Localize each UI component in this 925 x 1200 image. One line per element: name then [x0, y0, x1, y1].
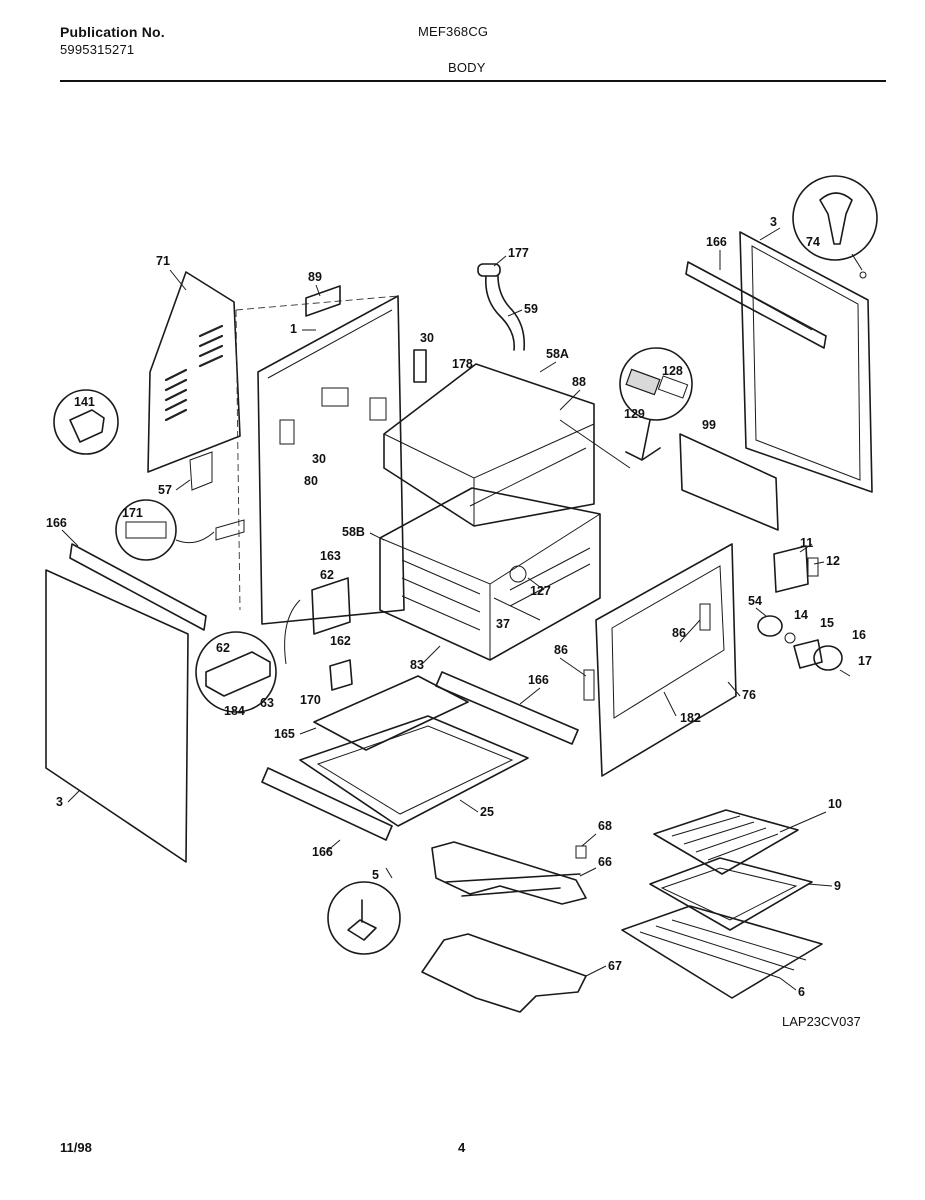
terminal-inset-62 [195, 631, 277, 713]
cabinet-body [235, 295, 405, 625]
callout-label: 10 [828, 797, 842, 811]
callout-label: 3 [56, 795, 63, 809]
callout-label: 59 [524, 302, 538, 316]
publication-number: 5995315271 [60, 42, 135, 57]
callout-label: 54 [748, 594, 762, 608]
callout-labels: 3 166 74 177 59 71 89 1 30 178 58A 88 12… [46, 215, 872, 999]
callout-label: 15 [820, 616, 834, 630]
element-inset-128 [619, 347, 693, 461]
callout-label: 25 [480, 805, 494, 819]
callout-label: 141 [74, 395, 95, 409]
label-inset-171 [115, 499, 245, 561]
callout-label: 86 [672, 626, 686, 640]
callout-label: 127 [530, 584, 551, 598]
callout-label: 74 [806, 235, 820, 249]
callout-label: 58A [546, 347, 569, 361]
knob-inset [792, 175, 878, 279]
bracket-30 [413, 349, 427, 383]
callout-label: 62 [216, 641, 230, 655]
callout-label: 1 [290, 322, 297, 336]
callout-label: 5 [372, 868, 379, 882]
callout-label: 177 [508, 246, 529, 260]
top-wrap [383, 363, 631, 527]
section-title: BODY [448, 60, 486, 75]
motor-inset-141 [53, 389, 119, 455]
callout-label: 9 [834, 879, 841, 893]
publication-label: Publication No. [60, 24, 165, 40]
callout-label: 128 [662, 364, 683, 378]
callout-label: 184 [224, 704, 245, 718]
callout-label: 166 [46, 516, 67, 530]
callout-label: 166 [528, 673, 549, 687]
bake-broil-elements [421, 841, 587, 1013]
rear-shield [147, 271, 241, 491]
panel-99 [679, 433, 779, 531]
vent-duct [477, 263, 526, 351]
footer-page-number: 4 [458, 1140, 466, 1155]
callout-leaders [61, 227, 833, 991]
callout-label: 86 [554, 643, 568, 657]
callout-label: 171 [122, 506, 143, 520]
callout-label: 63 [260, 696, 274, 710]
callout-label: 12 [826, 554, 840, 568]
callout-label: 11 [800, 536, 813, 550]
front-frame [583, 543, 737, 777]
header-rule [60, 80, 886, 82]
callout-label: 80 [304, 474, 318, 488]
callout-label: 88 [572, 375, 586, 389]
callout-label: 62 [320, 568, 334, 582]
drawer-parts [261, 671, 579, 841]
callout-label: 6 [798, 985, 805, 999]
footer-date: 11/98 [60, 1140, 92, 1155]
callout-label: 30 [420, 331, 434, 345]
hinge-bracket-89 [305, 285, 341, 317]
switch-group [757, 545, 851, 677]
callout-label: 83 [410, 658, 424, 672]
callout-label: 162 [330, 634, 351, 648]
callout-label: 166 [312, 845, 333, 859]
oven-liner [379, 487, 601, 661]
callout-label: 67 [608, 959, 622, 973]
callout-label: 165 [274, 727, 295, 741]
callout-label: 178 [452, 357, 473, 371]
outer-door [45, 543, 207, 863]
callout-label: 30 [312, 452, 326, 466]
bracket-170 [329, 659, 353, 691]
callout-label: 14 [794, 608, 808, 622]
terminal-block [284, 577, 351, 665]
leveler-inset [327, 867, 401, 955]
callout-label: 166 [706, 235, 727, 249]
callout-label: 76 [742, 688, 756, 702]
callout-label: 17 [858, 654, 872, 668]
callout-label: 89 [308, 270, 322, 284]
callout-label: 16 [852, 628, 866, 642]
callout-label: 37 [496, 617, 510, 631]
callout-label: 163 [320, 549, 341, 563]
callout-label: 68 [598, 819, 612, 833]
callout-label: 71 [156, 254, 170, 268]
callout-label: 66 [598, 855, 612, 869]
door-frame [685, 231, 873, 493]
callout-label: 129 [624, 407, 645, 421]
callout-label: 3 [770, 215, 777, 229]
callout-label: 170 [300, 693, 321, 707]
callout-label: 182 [680, 711, 701, 725]
callout-label: 99 [702, 418, 716, 432]
callout-label: 57 [158, 483, 172, 497]
pan-grid-rack [621, 809, 823, 999]
diagram-code: LAP23CV037 [782, 1014, 861, 1029]
model-number: MEF368CG [418, 24, 489, 39]
callout-label: 58B [342, 525, 365, 539]
